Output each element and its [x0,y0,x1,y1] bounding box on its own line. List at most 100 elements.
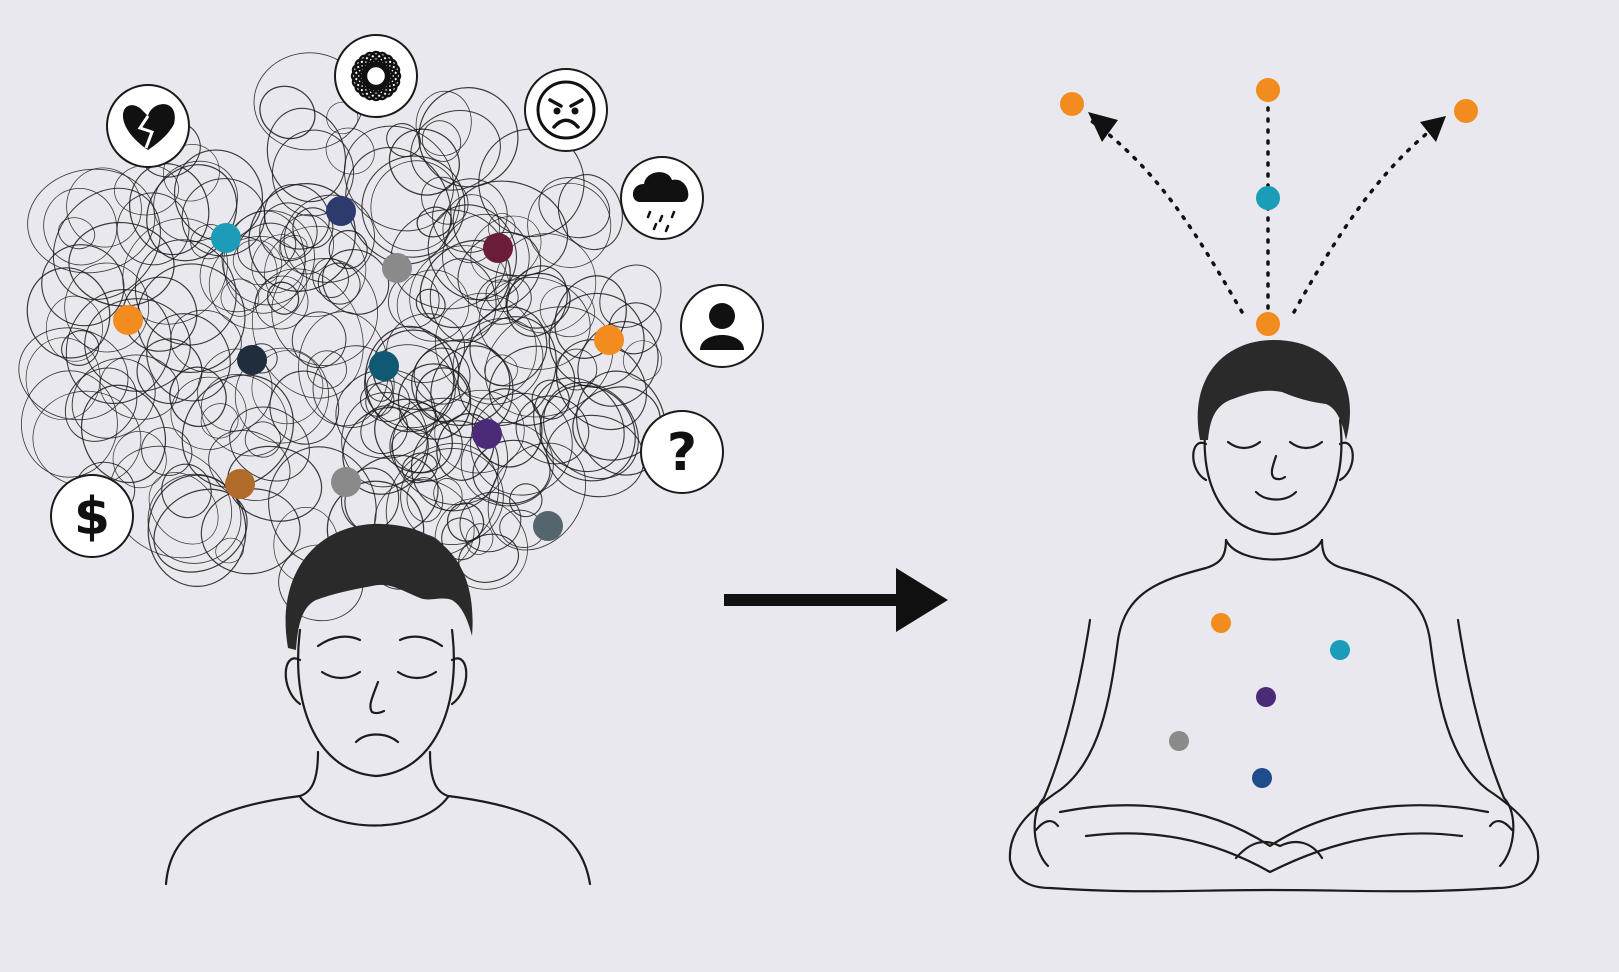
tangle-loop [430,345,514,439]
tangle-dot [331,467,361,497]
calm-person-eye-right [1288,440,1324,450]
tangle-loop [556,339,647,431]
tangle-loop [200,374,288,457]
tangle-loop [446,502,485,542]
tangle-loop [429,258,497,344]
calm-person-eye-left [1226,440,1262,450]
tangle-loop [64,262,150,353]
stressed-person-nose [369,680,386,715]
tangle-loop [271,129,355,217]
tangle-loop [392,397,508,505]
tangle-loop [527,182,612,268]
tangle-loop [148,472,219,545]
tangle-icon-loop [351,62,401,90]
stress-icons: ?$ [50,34,764,558]
tangle-loop [460,421,554,507]
tangle-loop [26,267,111,359]
icon-bubble-ring [334,34,418,118]
tangle-loop [365,380,410,422]
question-icon: ? [640,410,724,494]
tangle-loop [170,376,247,450]
tangle-loop [370,160,460,252]
calm-person-arm-right [1456,618,1506,800]
angry-face-outline [536,80,596,140]
tangle-loop [109,445,233,559]
tangle-loop [533,377,625,473]
tangle-loop [200,488,301,575]
tangle-loop [459,491,522,553]
calm-person-hair [1197,340,1350,440]
tangle-loop [539,384,636,482]
person-shoulders [700,335,744,350]
body-dot [1169,731,1189,751]
tangle-loop [515,395,590,465]
stressed-person-eye-left [320,670,362,680]
tangle-loop [433,478,463,512]
body-dot [1252,768,1272,788]
calm-person-ear-right [1338,441,1354,482]
tangle-loop [254,275,309,330]
icon-bubble-ring [640,410,724,494]
path-right-arrowhead-icon [1420,116,1446,142]
tangle-loop [361,155,466,258]
tangle-loop [505,272,571,329]
tangle-loop [469,306,548,387]
tangle-loop [27,168,156,274]
tangle-loop [200,403,239,439]
tangle-loop [251,350,324,425]
tangle-icon [334,34,418,118]
tangle-loop [599,264,662,328]
tangle-loop [531,379,570,420]
tangle-loop [116,192,190,266]
tangle-loop [161,463,212,519]
calm-person-nose [1270,454,1287,481]
tangle-loop [572,386,661,461]
tangle-loop [181,374,294,488]
tangle-loop [325,127,375,175]
body-dot [1330,640,1350,660]
rain-drop [652,222,658,231]
tangle-loop [576,370,667,476]
calm-person-collar [1224,538,1324,561]
tangle-loop [45,295,103,362]
tangle-loop [557,174,623,251]
tangle-dot [225,469,255,499]
tangle-loop [153,488,248,573]
tangle-loop [283,194,375,283]
tangle-loop [341,392,428,488]
tangle-loop [484,306,614,418]
tangle-loop [220,278,260,317]
tangle-loop [25,337,101,421]
arrow-head-icon [896,568,948,632]
tangle-loop [421,120,462,162]
angry-eye-left [553,107,561,115]
tangle-loop [227,445,323,522]
tangle-loop [41,244,125,327]
tangle-loop [470,392,573,496]
path-right [1292,124,1438,314]
calm-person-arm-left [1042,618,1092,800]
calm-person-hand-right [1488,796,1515,868]
path-dot [1060,92,1084,116]
tangle-dot [326,196,356,226]
tangle-loop [122,276,198,352]
tangle-loop [291,311,347,369]
calm-person-hand-left [1033,796,1060,868]
tangle-loop [84,298,191,392]
tangle-loop [229,406,310,482]
tangle-loop [434,389,525,474]
question-icon-glyph: ? [667,423,697,483]
tangle-loop [509,483,543,518]
tangle-loop [548,292,645,388]
rain-drop [664,224,670,233]
calm-person-body [1008,538,1540,893]
tangle-loop [343,125,455,232]
body-dot [1211,613,1231,633]
tangle-loop [421,176,469,225]
tangle-loop [251,234,306,294]
tangle-loop [409,245,510,342]
tangle-loop [146,313,231,402]
tangle-loop [66,167,142,248]
tangle-loop [234,347,329,444]
